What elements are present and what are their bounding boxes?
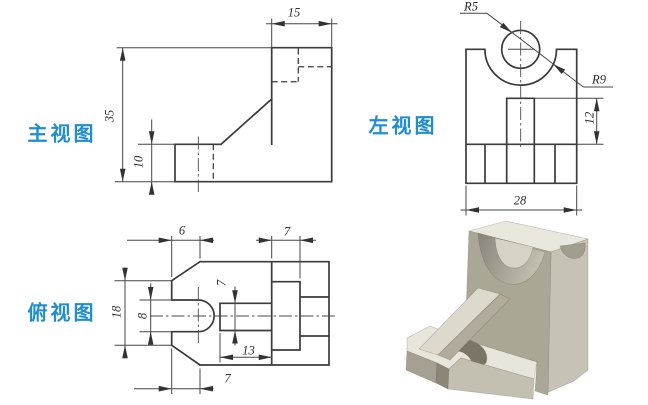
top-view-linework xyxy=(114,236,338,394)
dim-rib-width: 7 xyxy=(214,279,229,287)
dim-overall-height: 35 xyxy=(102,109,117,123)
dim-top-width: 15 xyxy=(287,5,301,20)
left-view-title: 左视图 xyxy=(368,115,438,138)
dim-chamfer-back: 7 xyxy=(224,371,231,386)
rib-side-face xyxy=(437,293,511,361)
dim-radius-large: R9 xyxy=(592,72,606,87)
front-view-linework xyxy=(115,18,338,195)
dim-rib-height: 12 xyxy=(582,111,597,124)
isometric-model xyxy=(405,220,590,400)
top-view-title: 俯视图 xyxy=(27,302,97,325)
dim-radius-small: R5 xyxy=(464,0,478,14)
notch-back-opening xyxy=(559,242,586,259)
dim-base-depth: 18 xyxy=(109,305,124,318)
left-view-linework xyxy=(460,12,613,216)
dim-counterbore-depth: 7 xyxy=(283,224,291,238)
dim-slot-width: 8 xyxy=(135,312,149,319)
dim-depth: 28 xyxy=(513,193,527,207)
wall-right-face xyxy=(545,238,589,394)
base-front-face xyxy=(447,357,535,400)
dim-chamfer-front: 6 xyxy=(178,223,186,238)
dim-base-height: 10 xyxy=(131,155,146,169)
dim-rib-length: 13 xyxy=(242,343,255,357)
notch-r5-surface xyxy=(494,237,534,269)
front-view-title: 主视图 xyxy=(27,123,97,146)
